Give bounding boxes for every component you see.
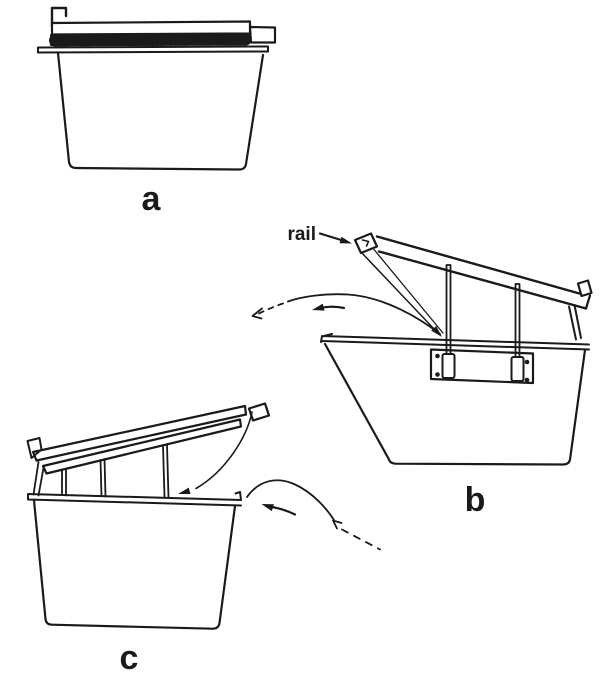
rail-bar-b (375, 235, 588, 310)
bolt-dot-b-4 (524, 377, 530, 383)
bolt-dot-b-3 (524, 359, 530, 365)
container-body-a (56, 51, 265, 171)
container-body-c (32, 499, 237, 630)
rail-leg-b (568, 304, 582, 341)
tip-guide-arrowhead-c (178, 487, 191, 494)
removal-motion-dashes-b (257, 302, 284, 315)
comb-dark-patch-a (50, 34, 66, 46)
bolt-dot-b-1 (435, 353, 440, 359)
rim-c (27, 491, 242, 507)
rod-foot-2-b (510, 356, 525, 382)
bolt-dot-b-2 (435, 372, 440, 377)
insertion-motion-openhead-c (332, 519, 343, 530)
tip-guide-curve-c (195, 411, 253, 490)
hanger-rod-1-b (445, 264, 452, 355)
rail-bar-a (50, 20, 252, 36)
hanger-rod-2-b (514, 283, 521, 358)
figure-b-label: b (465, 481, 486, 519)
figure-a-label: a (142, 180, 162, 218)
figure-a: a (37, 6, 277, 218)
strut-3-c (162, 444, 170, 499)
suspension-line-b (373, 248, 444, 334)
rail-end-edge-b (584, 294, 592, 310)
rod-foot-1-b (441, 353, 456, 379)
mounting-plate-b (429, 348, 535, 385)
figure-b: rail b (251, 224, 593, 519)
rail-hook-a (50, 6, 68, 28)
figure-c-label: c (120, 639, 139, 677)
removal-motion-openhead-b (251, 307, 263, 320)
removal-motion-curve-b (287, 293, 441, 335)
comb-hatching-a (49, 33, 254, 47)
insertion-motion-dashes-c (341, 528, 381, 551)
rail-pointer-arrowhead (339, 236, 352, 244)
rail-upper-band-c (31, 404, 248, 462)
strut-1-c (61, 467, 67, 497)
figure-c: c (26, 402, 381, 677)
rail-end-tab-c (26, 437, 43, 459)
direction-arrowhead-c (261, 504, 274, 512)
rail-step-a (248, 25, 277, 44)
rim-a (37, 45, 269, 54)
rail-end-tab-b (576, 279, 593, 298)
strut-2-c (99, 458, 107, 498)
rail-end-cap-b (353, 232, 379, 255)
insertion-motion-curve-c (246, 479, 335, 521)
rail-lower-band-c (41, 418, 243, 475)
container-body-b (323, 342, 587, 466)
rail-cap-mark-b (361, 239, 370, 247)
rail-annotation-label: rail (287, 224, 316, 245)
direction-arrowhead-b (312, 303, 325, 311)
suspension-line-arrow-b (360, 251, 436, 331)
rim-b (320, 333, 590, 351)
rail-end-support-c (32, 461, 45, 497)
